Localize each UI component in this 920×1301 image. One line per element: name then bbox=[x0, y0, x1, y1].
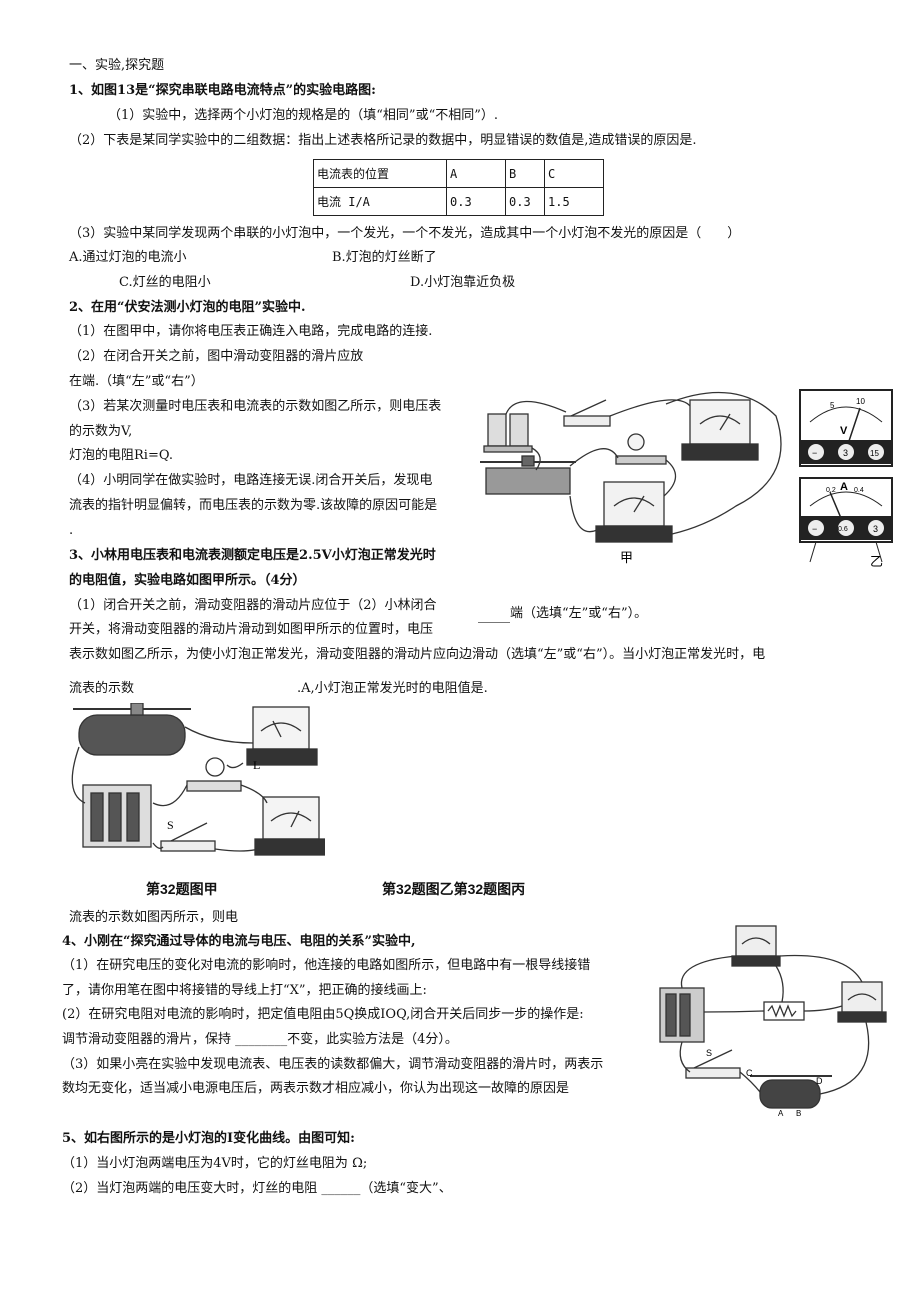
q5-line: （1）当小灯泡两端电压为4V时，它的灯丝电阻为 Ω; bbox=[62, 1156, 368, 1171]
table-cell: 0.3 bbox=[446, 187, 506, 216]
a-tick-label: 0.2 bbox=[826, 487, 836, 494]
q1-option-c: C.灯丝的电阻小 bbox=[119, 275, 211, 290]
q3-circuit-figure: L S bbox=[63, 703, 325, 871]
table-cell: 0.3 bbox=[505, 187, 545, 216]
terminal-label: 15 bbox=[870, 449, 879, 458]
q1-option-b: B.灯泡的灯丝断了 bbox=[332, 250, 437, 265]
q1-part2: （2）下表是某同学实验中的二组数据：指出上述表格所记录的数据中，明显错误的数值是… bbox=[69, 133, 697, 148]
terminal-label: B bbox=[796, 1109, 801, 1118]
ammeter-symbol: A bbox=[840, 481, 848, 493]
q2-line: 的示数为V, bbox=[69, 424, 133, 439]
q4-line: 了，请你用笔在图中将接错的导线上打“X”，把正确的接线画上: bbox=[62, 983, 427, 998]
q4-line: 调节滑动变阻器的滑片，保持 ________不变，此实验方法是（4分）。 bbox=[62, 1032, 458, 1047]
fig-label-jia: 甲 bbox=[620, 550, 633, 565]
q3-line: .A,小灯泡正常发光时的电阻值是. bbox=[297, 681, 488, 696]
q4-line: (2）在研究电阻对电流的影响时，把定值电阻由5Q换成IOQ,闭合开关后同步一步的… bbox=[62, 1007, 584, 1022]
q2-line: （2）在闭合开关之前，图中滑动变阻器的滑片应放 bbox=[69, 349, 364, 364]
terminal-label: 0.6 bbox=[838, 526, 848, 533]
q1-part3: （3）实验中某同学发现两个串联的小灯泡中，一个发光，一个不发光，造成其中一个小灯… bbox=[69, 226, 741, 241]
terminal-label: 3 bbox=[843, 448, 848, 458]
q2-line: （4）小明同学在做实验时，电路连接无误.闭合开关后，发现电 bbox=[69, 473, 433, 488]
label-L: L bbox=[253, 758, 260, 772]
q3-title: 3、小林用电压表和电流表测额定电压是2.5V小灯泡正常发光时 bbox=[69, 548, 436, 563]
q3-line: 表示数如图乙所示，为使小灯泡正常发光，滑动变阻器的滑动片应向边滑动（选填“左”或… bbox=[69, 647, 766, 662]
figure-caption-yi-bing: 第32题图乙第32题图丙 bbox=[382, 881, 526, 897]
q2-line: 在端.（填“左”或“右”） bbox=[69, 374, 204, 389]
table-header-cell: A bbox=[446, 159, 506, 188]
q5-title: 5、如右图所示的是小灯泡的I变化曲线。由图可知: bbox=[62, 1131, 355, 1146]
terminal-label: C bbox=[746, 1068, 753, 1078]
q4-title: 4、小刚在“探究通过导体的电流与电压、电阻的关系”实验中, bbox=[62, 934, 416, 949]
q3-line: 流表的示数如图丙所示，则电 bbox=[69, 910, 239, 925]
table-header-cell: B bbox=[505, 159, 545, 188]
table-cell: 电流 I/A bbox=[313, 187, 447, 216]
table-header-cell: 电流表的位置 bbox=[313, 159, 447, 188]
q3-line-right: 端（选填“左”或“右”）。 bbox=[478, 605, 647, 623]
fig-label-yi: 乙 bbox=[870, 554, 883, 569]
ammeter-dial: 0.2 0.4 A − 0.6 3 bbox=[799, 477, 893, 543]
figure-caption-jia: 第32题图甲 bbox=[146, 881, 218, 897]
q2-line: 流表的指针明显偏转，而电压表的示数为零.该故障的原因可能是 bbox=[69, 498, 438, 513]
q2-circuit-figure: 甲 bbox=[476, 386, 794, 570]
terminal-label: 3 bbox=[873, 524, 878, 534]
table-header-cell: C bbox=[544, 159, 604, 188]
q2-title: 2、在用“伏安法测小灯泡的电阻”实验中. bbox=[69, 300, 306, 315]
terminal-label: D bbox=[816, 1076, 823, 1086]
q3-line: （1）闭合开关之前，滑动变阻器的滑动片应位于（2）小林闭合 bbox=[69, 598, 437, 613]
q3-line-right-text: 端（选填“左”或“右”）。 bbox=[510, 606, 648, 621]
q4-circuit-figure: C D A B S bbox=[656, 922, 900, 1122]
q3-line: 开关，将滑动变阻器的滑动片滑动到如图甲所示的位置时，电压 bbox=[69, 622, 434, 637]
voltmeter-dial: 5 10 V − 3 15 bbox=[799, 389, 893, 467]
q2-line: . bbox=[69, 523, 74, 538]
q3-title: 的电阻值，实验电路如图甲所示。（4分） bbox=[69, 573, 306, 588]
current-data-table: 电流表的位置 A B C 电流 I/A 0.3 0.3 1.5 bbox=[313, 159, 604, 216]
table-row: 电流 I/A 0.3 0.3 1.5 bbox=[313, 187, 604, 216]
q3-line: 流表的示数 bbox=[69, 681, 135, 696]
terminal-label: − bbox=[812, 524, 817, 534]
q1-title: 1、如图13是“探究串联电路电流特点”的实验电路图: bbox=[69, 83, 376, 98]
switch-label: S bbox=[706, 1048, 712, 1058]
q5-line: （2）当灯泡两端的电压变大时，灯丝的电阻 ______（选填“变大”、 bbox=[62, 1181, 452, 1196]
q2-line: （3）若某次测量时电压表和电流表的示数如图乙所示，则电压表 bbox=[69, 399, 442, 414]
q4-line: （1）在研究电压的变化对电流的影响时，他连接的电路如图所示，但电路中有一根导线接… bbox=[62, 958, 591, 973]
table-row: 电流表的位置 A B C bbox=[313, 159, 604, 188]
label-S: S bbox=[167, 818, 174, 832]
table-cell: 1.5 bbox=[544, 187, 604, 216]
q1-option-a: A.通过灯泡的电流小 bbox=[69, 250, 187, 265]
q2-line: （1）在图甲中，请你将电压表正确连入电路，完成电路的连接. bbox=[69, 324, 433, 339]
voltmeter-symbol: V bbox=[840, 425, 848, 437]
q4-line: （3）如果小亮在实验中发现电流表、电压表的读数都偏大，调节滑动变阻器的滑片时，两… bbox=[62, 1057, 604, 1072]
answer-blank bbox=[478, 622, 510, 623]
q2-meters-figure: 5 10 V − 3 15 0.2 0.4 A − 0.6 3 bbox=[796, 386, 896, 570]
terminal-label: A bbox=[778, 1109, 784, 1118]
q4-line: 数均无变化，适当减小电源电压后，两表示数才相应减小，你认为出现这一故障的原因是 bbox=[62, 1081, 570, 1096]
q1-part1: （1）实验中，选择两个小灯泡的规格是的（填“相同”或“不相同”）. bbox=[108, 108, 498, 123]
q1-option-d: D.小灯泡靠近负极 bbox=[410, 275, 516, 290]
v-tick-label: 5 bbox=[830, 401, 835, 410]
q2-line: 灯泡的电阻Ri=Q. bbox=[69, 448, 173, 463]
v-tick-label: 10 bbox=[856, 397, 865, 406]
a-tick-label: 0.4 bbox=[854, 487, 864, 494]
section-title: 一、实验,探究题 bbox=[69, 58, 165, 73]
terminal-label: − bbox=[812, 448, 817, 458]
